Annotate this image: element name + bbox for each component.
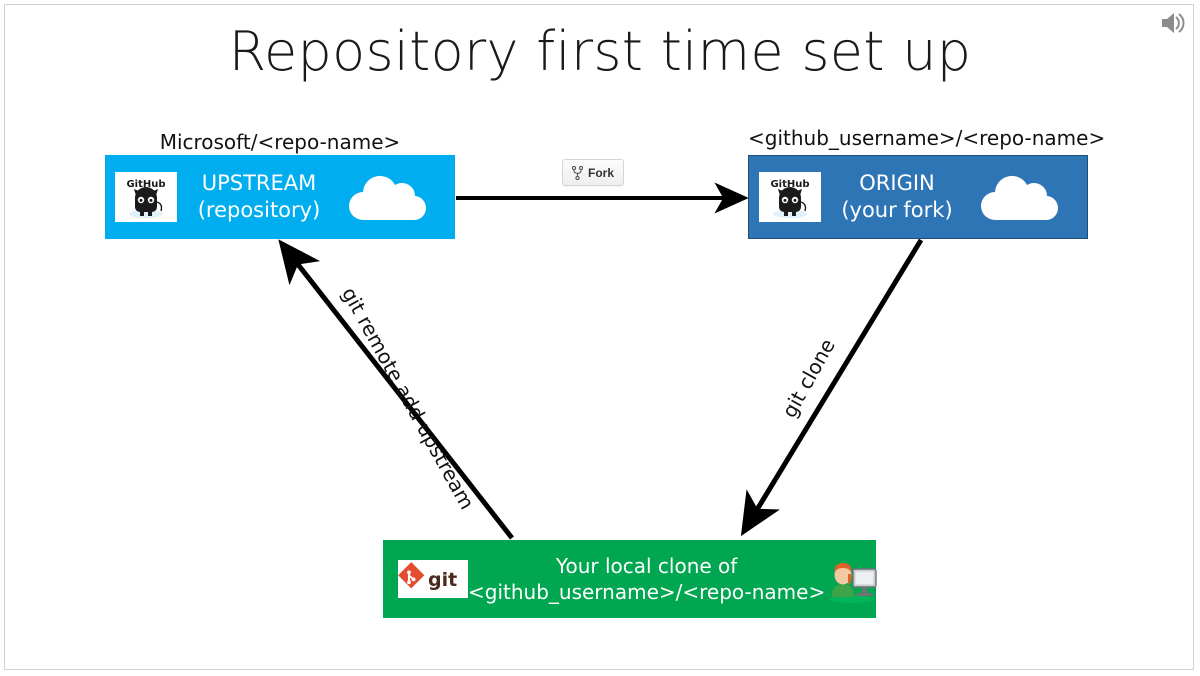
upstream-label-line1: UPSTREAM: [201, 171, 317, 195]
cloud-icon: [973, 170, 1073, 224]
arrow-origin-to-local: [740, 238, 924, 537]
person-at-computer-icon: [825, 555, 879, 603]
origin-label-line1: ORIGIN: [859, 171, 935, 195]
local-clone-label: Your local clone of <github_username>/<r…: [468, 553, 825, 605]
origin-label: ORIGIN (your fork): [821, 170, 973, 224]
svg-text:GitHub: GitHub: [770, 179, 809, 190]
origin-caption: <github_username>/<repo-name>: [748, 126, 1106, 150]
github-logo-icon: GitHub: [759, 172, 821, 222]
local-clone-label-line1: Your local clone of: [555, 554, 738, 578]
github-logo-icon: GitHub: [115, 172, 177, 222]
fork-icon: [572, 165, 583, 180]
edge-label-git-clone: git clone: [777, 334, 840, 422]
origin-node[interactable]: GitHub ORIGIN (your fork): [748, 155, 1088, 239]
upstream-caption: Microsoft/<repo-name>: [159, 130, 401, 154]
local-clone-node[interactable]: git Your local clone of <github_username…: [383, 540, 879, 618]
fork-button-label: Fork: [588, 165, 615, 180]
upstream-label-line2: (repository): [197, 198, 321, 222]
page-title: Repository first time set up: [228, 20, 972, 83]
cloud-icon: [341, 170, 441, 224]
svg-text:GitHub: GitHub: [126, 179, 165, 190]
git-logo-icon: git: [398, 560, 468, 598]
local-clone-label-line2: <github_username>/<repo-name>: [468, 580, 826, 604]
origin-label-line2: (your fork): [841, 198, 953, 222]
speaker-icon[interactable]: [1158, 9, 1188, 37]
fork-button[interactable]: Fork: [562, 159, 625, 186]
upstream-label: UPSTREAM (repository): [177, 170, 341, 224]
edge-label-git-remote-add-upstream: git remote add upstream: [337, 283, 480, 514]
svg-text:git: git: [428, 569, 457, 591]
upstream-node[interactable]: GitHub UPSTREAM (repository): [105, 155, 455, 239]
